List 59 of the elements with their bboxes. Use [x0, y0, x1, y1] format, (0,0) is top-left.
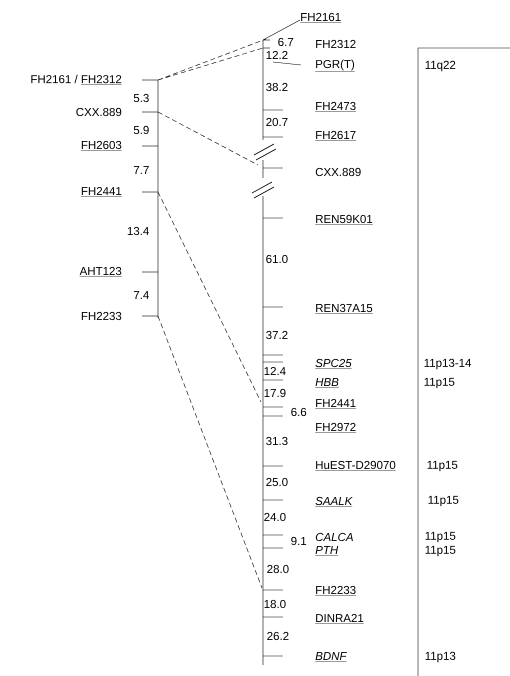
band-label: 11p13 — [426, 652, 456, 662]
band-label: 11p15 — [424, 378, 454, 388]
marker-name: FH2473 — [315, 102, 356, 112]
marker-name: FH2972 — [315, 422, 356, 433]
distance-label: 37.2 — [266, 330, 288, 340]
distance-label: 6.7 — [278, 38, 294, 46]
distance-label: 7.4 — [134, 291, 149, 299]
distance-label: 26.2 — [267, 632, 288, 640]
marker-name: SPC25 — [315, 358, 352, 369]
marker-name: HuEST-D29070 — [315, 460, 396, 471]
marker-name: FH2441 — [80, 187, 122, 197]
marker-name: DINRA21 — [315, 614, 364, 624]
band-label: 11q22 — [426, 60, 456, 72]
marker-name: FH2617 — [315, 130, 356, 141]
distance-label: 9.1 — [291, 536, 306, 546]
connector-line — [158, 38, 266, 80]
marker-name: FH2312 — [316, 40, 356, 48]
distance-label: 5.9 — [134, 126, 149, 134]
distance-label: 17.9 — [264, 388, 286, 398]
band-label: 11p15 — [428, 460, 458, 472]
marker-name: FH2233 — [82, 312, 122, 320]
marker-name: CXX.889 — [76, 108, 122, 116]
distance-label: 61.0 — [266, 254, 288, 264]
distance-label: 6.6 — [291, 408, 306, 416]
marker-name: AHT123 — [79, 266, 122, 277]
marker-name: REN59K01 — [315, 214, 373, 225]
marker-name: FH2233 — [315, 586, 356, 596]
connector-line — [158, 112, 258, 166]
connector-line — [158, 316, 262, 588]
distance-label: 12.4 — [264, 367, 286, 376]
distance-label: 25.0 — [266, 478, 288, 486]
marker-name: FH2161 / FH2312 — [31, 74, 122, 85]
marker-name: FH2161 — [300, 12, 342, 23]
marker-name: REN37A15 — [315, 304, 373, 314]
marker-name: BDNF — [315, 652, 348, 662]
marker-name: HBB — [315, 378, 340, 388]
distance-label: 7.7 — [134, 166, 149, 174]
band-label: 11p15 — [426, 532, 456, 542]
distance-label: 13.4 — [128, 226, 149, 236]
marker-name: PTH — [315, 546, 338, 556]
distance-label: 20.7 — [266, 118, 288, 126]
connector-line — [158, 192, 262, 402]
distance-label: 28.0 — [267, 564, 289, 574]
marker-name: PGR(T) — [315, 60, 355, 72]
distance-label: 18.0 — [264, 600, 286, 608]
marker-name: CALCA — [316, 532, 353, 542]
distance-label: 31.3 — [266, 436, 288, 446]
marker-name: SAALK — [315, 496, 353, 507]
marker-name: FH2441 — [315, 399, 356, 409]
distance-label: 24.0 — [264, 512, 286, 522]
distance-label: 5.3 — [134, 94, 149, 102]
band-label: 11p15 — [428, 496, 458, 506]
band-label: 11p15 — [426, 546, 456, 556]
marker-name: FH2603 — [80, 140, 122, 151]
connector-line — [158, 48, 264, 80]
marker-name: CXX.889 — [316, 168, 361, 176]
band-label: 11p13-14 — [424, 358, 472, 370]
distance-label: 12.2 — [266, 51, 288, 60]
distance-label: 38.2 — [266, 82, 288, 92]
